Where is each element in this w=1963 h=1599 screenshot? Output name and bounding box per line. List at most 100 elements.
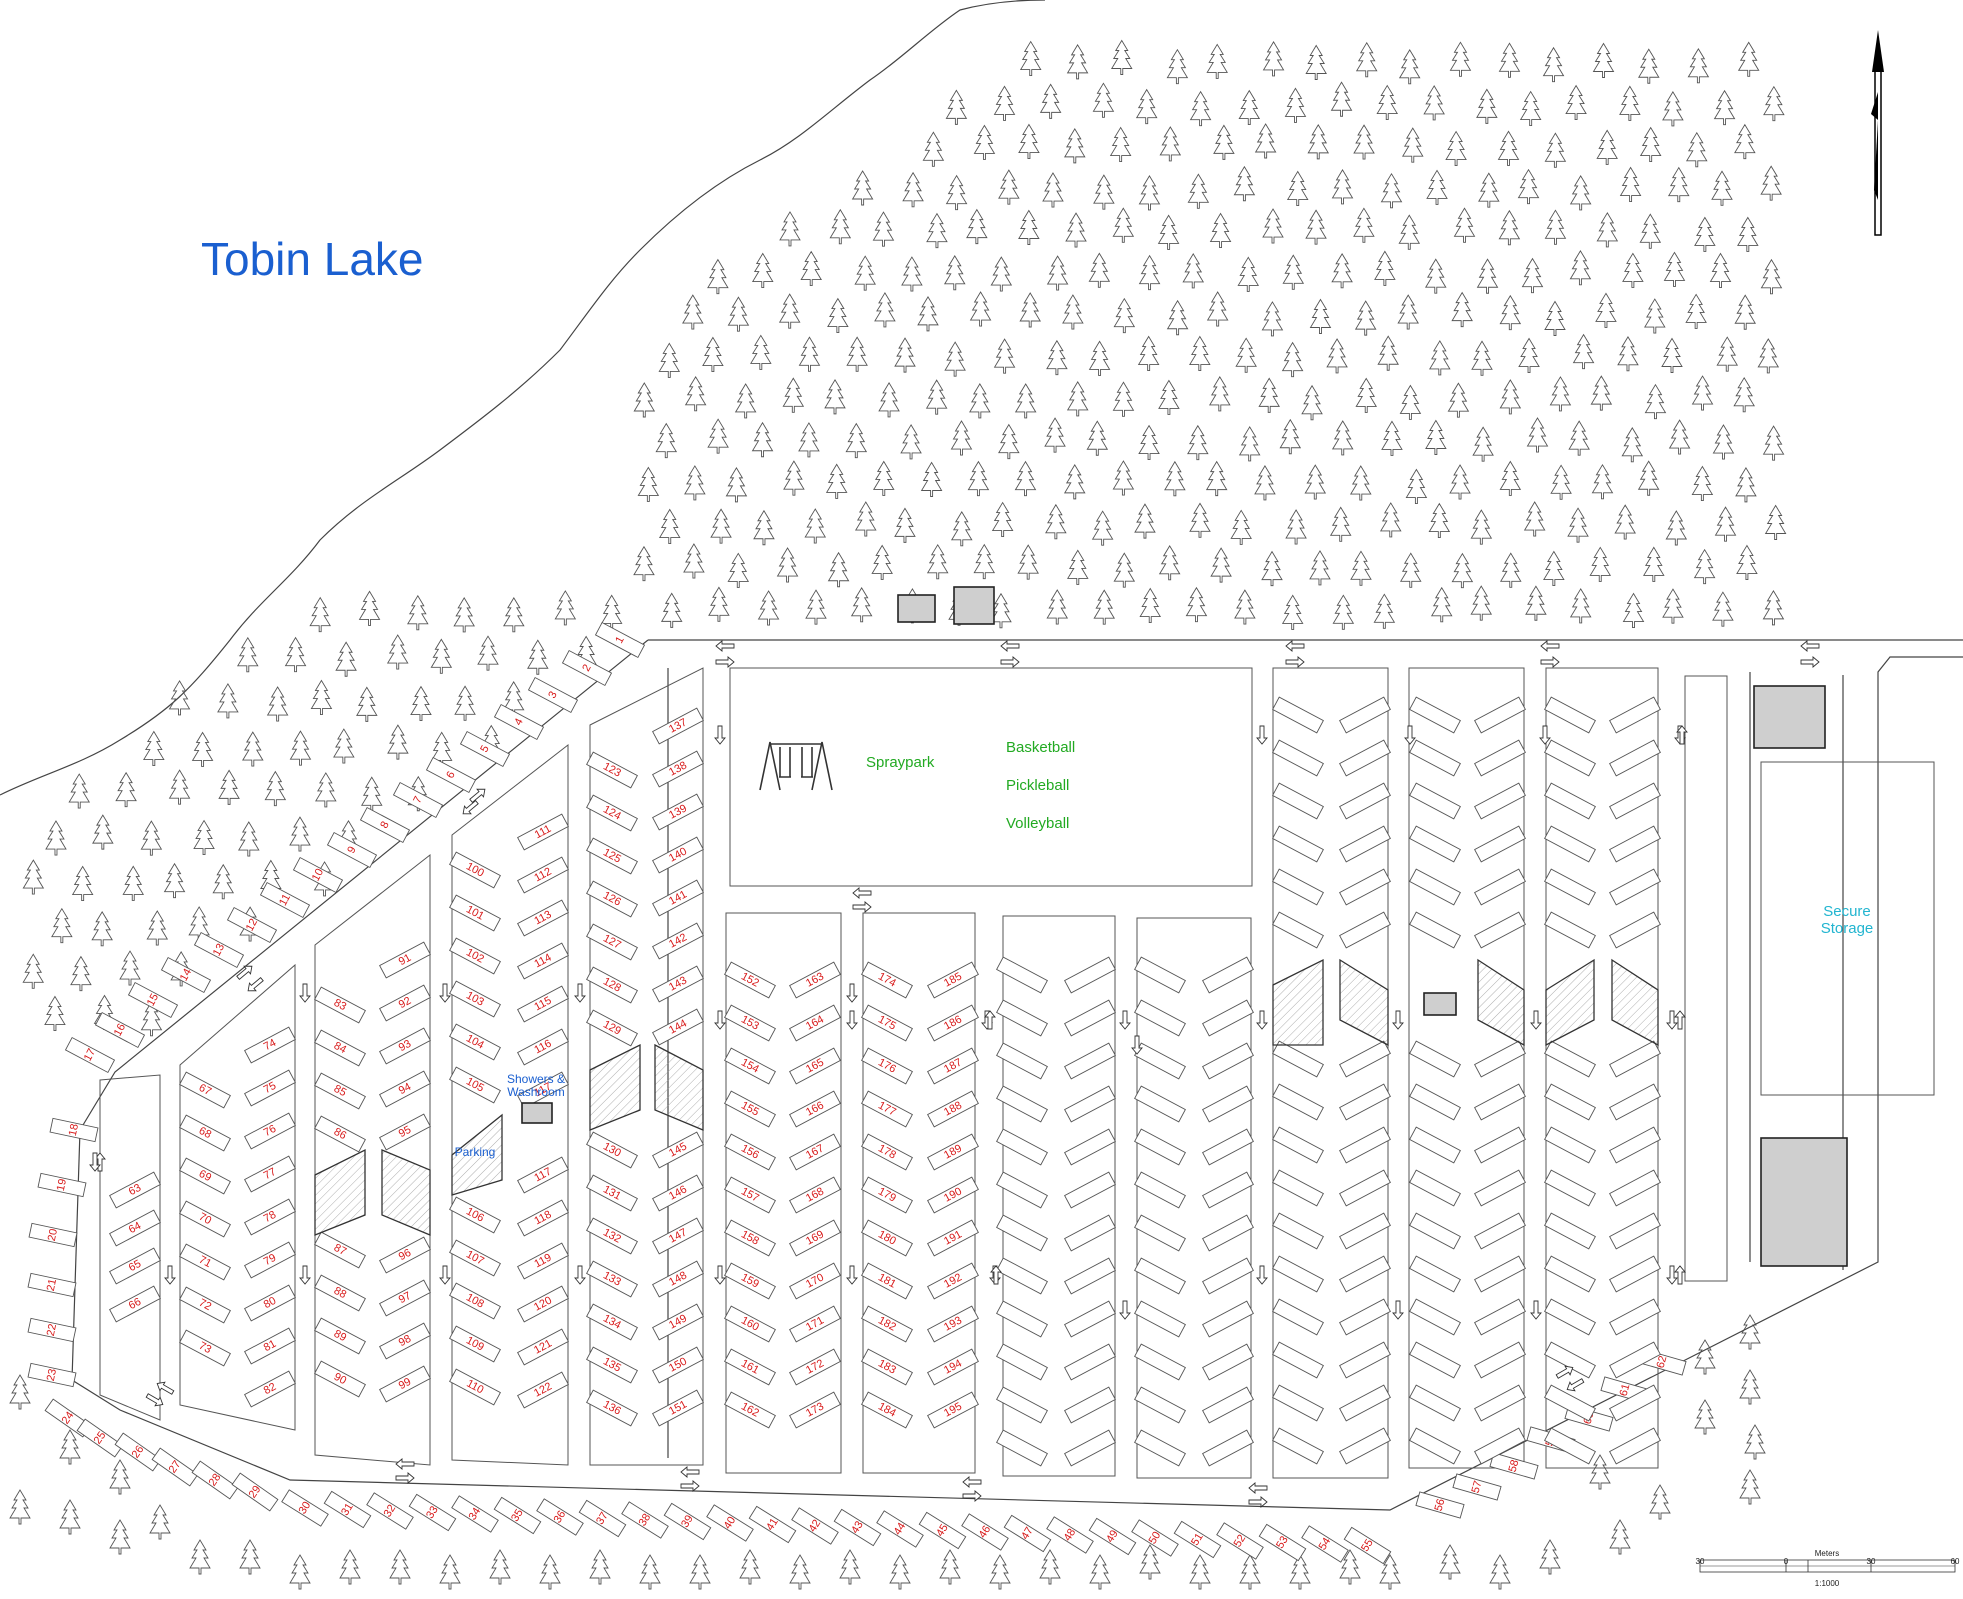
campsite-57[interactable]: 57 <box>1452 1473 1502 1501</box>
campsite-120[interactable]: 120 <box>517 1285 569 1323</box>
campsite-177[interactable]: 177 <box>861 1090 913 1128</box>
campsite-116[interactable]: 116 <box>517 1028 569 1066</box>
campsite-74[interactable]: 74 <box>244 1026 296 1064</box>
campsite-93[interactable]: 93 <box>379 1027 431 1065</box>
campsite-33[interactable]: 33 <box>408 1493 457 1532</box>
campsite-117[interactable]: 117 <box>517 1071 569 1109</box>
campsite-67[interactable]: 67 <box>179 1071 231 1109</box>
campsite-43[interactable]: 43 <box>833 1508 882 1547</box>
campsite-39[interactable]: 39 <box>663 1502 712 1541</box>
campsite-162[interactable]: 162 <box>724 1391 776 1429</box>
campsite-25[interactable]: 25 <box>76 1418 124 1458</box>
campsite-139[interactable]: 139 <box>652 793 704 831</box>
campsite-112[interactable]: 112 <box>517 856 569 894</box>
campsite-127[interactable]: 127 <box>586 923 638 961</box>
campsite-147[interactable]: 147 <box>652 1217 704 1255</box>
campsite-50[interactable]: 50 <box>1131 1519 1179 1557</box>
campsite-45[interactable]: 45 <box>918 1511 967 1550</box>
campsite-90[interactable]: 90 <box>314 1360 366 1398</box>
campsite-148[interactable]: 148 <box>652 1260 704 1298</box>
campsite-118[interactable]: 118 <box>517 1199 569 1237</box>
campsite-165[interactable]: 165 <box>789 1047 841 1085</box>
campsite-100[interactable]: 100 <box>449 851 501 889</box>
campsite-21[interactable]: 21 <box>27 1272 77 1298</box>
campsite-137[interactable]: 137 <box>652 707 704 745</box>
campsite-85[interactable]: 85 <box>314 1072 366 1110</box>
campsite-32[interactable]: 32 <box>366 1492 414 1530</box>
campsite-149[interactable]: 149 <box>652 1303 704 1341</box>
campsite-170[interactable]: 170 <box>789 1262 841 1300</box>
campsite-181[interactable]: 181 <box>861 1262 913 1300</box>
campsite-6[interactable]: 6 <box>425 756 477 794</box>
campsite-168[interactable]: 168 <box>789 1176 841 1214</box>
campsite-158[interactable]: 158 <box>724 1219 776 1257</box>
campsite-83[interactable]: 83 <box>314 986 366 1024</box>
campsite-92[interactable]: 92 <box>379 984 431 1022</box>
campsite-166[interactable]: 166 <box>789 1090 841 1128</box>
campsite-187[interactable]: 187 <box>927 1047 979 1085</box>
campsite-69[interactable]: 69 <box>179 1157 231 1195</box>
campsite-145[interactable]: 145 <box>652 1131 704 1169</box>
campsite-81[interactable]: 81 <box>244 1327 296 1365</box>
campsite-15[interactable]: 15 <box>127 981 179 1019</box>
campsite-194[interactable]: 194 <box>927 1348 979 1386</box>
campsite-58[interactable]: 58 <box>1489 1452 1539 1480</box>
campsite-113[interactable]: 113 <box>517 899 569 937</box>
campsite-130[interactable]: 130 <box>586 1131 638 1169</box>
campsite-128[interactable]: 128 <box>586 966 638 1004</box>
campsite-103[interactable]: 103 <box>449 980 501 1018</box>
campsite-95[interactable]: 95 <box>379 1113 431 1151</box>
campsite-35[interactable]: 35 <box>493 1496 542 1535</box>
campsite-186[interactable]: 186 <box>927 1004 979 1042</box>
campsite-140[interactable]: 140 <box>652 836 704 874</box>
campsite-143[interactable]: 143 <box>652 965 704 1003</box>
campsite-193[interactable]: 193 <box>927 1305 979 1343</box>
campsite-142[interactable]: 142 <box>652 922 704 960</box>
campsite-151[interactable]: 151 <box>652 1389 704 1427</box>
campsite-96[interactable]: 96 <box>379 1236 431 1274</box>
campsite-22[interactable]: 22 <box>27 1317 77 1343</box>
campsite-87[interactable]: 87 <box>314 1231 366 1269</box>
campsite-86[interactable]: 86 <box>314 1115 366 1153</box>
campsite-122[interactable]: 122 <box>517 1371 569 1409</box>
campsite-117[interactable]: 117 <box>517 1156 569 1194</box>
campsite-123[interactable]: 123 <box>586 751 638 789</box>
campsite-153[interactable]: 153 <box>724 1004 776 1042</box>
campsite-38[interactable]: 38 <box>621 1501 669 1539</box>
campsite-175[interactable]: 175 <box>861 1004 913 1042</box>
campsite-71[interactable]: 71 <box>179 1243 231 1281</box>
campsite-2[interactable]: 2 <box>561 649 613 687</box>
campsite-132[interactable]: 132 <box>586 1217 638 1255</box>
campsite-125[interactable]: 125 <box>586 837 638 875</box>
campsite-8[interactable]: 8 <box>359 806 411 844</box>
campsite-190[interactable]: 190 <box>927 1176 979 1214</box>
campsite-106[interactable]: 106 <box>449 1196 501 1234</box>
campsite-131[interactable]: 131 <box>586 1174 638 1212</box>
campsite-174[interactable]: 174 <box>861 961 913 999</box>
campsite-163[interactable]: 163 <box>789 961 841 999</box>
campsite-144[interactable]: 144 <box>652 1008 704 1046</box>
campsite-173[interactable]: 173 <box>789 1391 841 1429</box>
campsite-178[interactable]: 178 <box>861 1133 913 1171</box>
campsite-97[interactable]: 97 <box>379 1279 431 1317</box>
campsite-146[interactable]: 146 <box>652 1174 704 1212</box>
campsite-20[interactable]: 20 <box>28 1222 78 1248</box>
campsite-114[interactable]: 114 <box>517 942 569 980</box>
campsite-91[interactable]: 91 <box>379 941 431 979</box>
campsite-102[interactable]: 102 <box>449 937 501 975</box>
campsite-47[interactable]: 47 <box>1003 1514 1052 1553</box>
campsite-46[interactable]: 46 <box>961 1513 1009 1551</box>
campsite-154[interactable]: 154 <box>724 1047 776 1085</box>
campsite-160[interactable]: 160 <box>724 1305 776 1343</box>
campsite-77[interactable]: 77 <box>244 1155 296 1193</box>
campsite-107[interactable]: 107 <box>449 1239 501 1277</box>
campsite-31[interactable]: 31 <box>323 1490 372 1529</box>
campsite-179[interactable]: 179 <box>861 1176 913 1214</box>
campsite-30[interactable]: 30 <box>281 1489 329 1527</box>
campsite-66[interactable]: 66 <box>109 1285 161 1323</box>
campsite-17[interactable]: 17 <box>64 1036 116 1074</box>
campsite-167[interactable]: 167 <box>789 1133 841 1171</box>
campsite-182[interactable]: 182 <box>861 1305 913 1343</box>
campsite-171[interactable]: 171 <box>789 1305 841 1343</box>
campsite-180[interactable]: 180 <box>861 1219 913 1257</box>
